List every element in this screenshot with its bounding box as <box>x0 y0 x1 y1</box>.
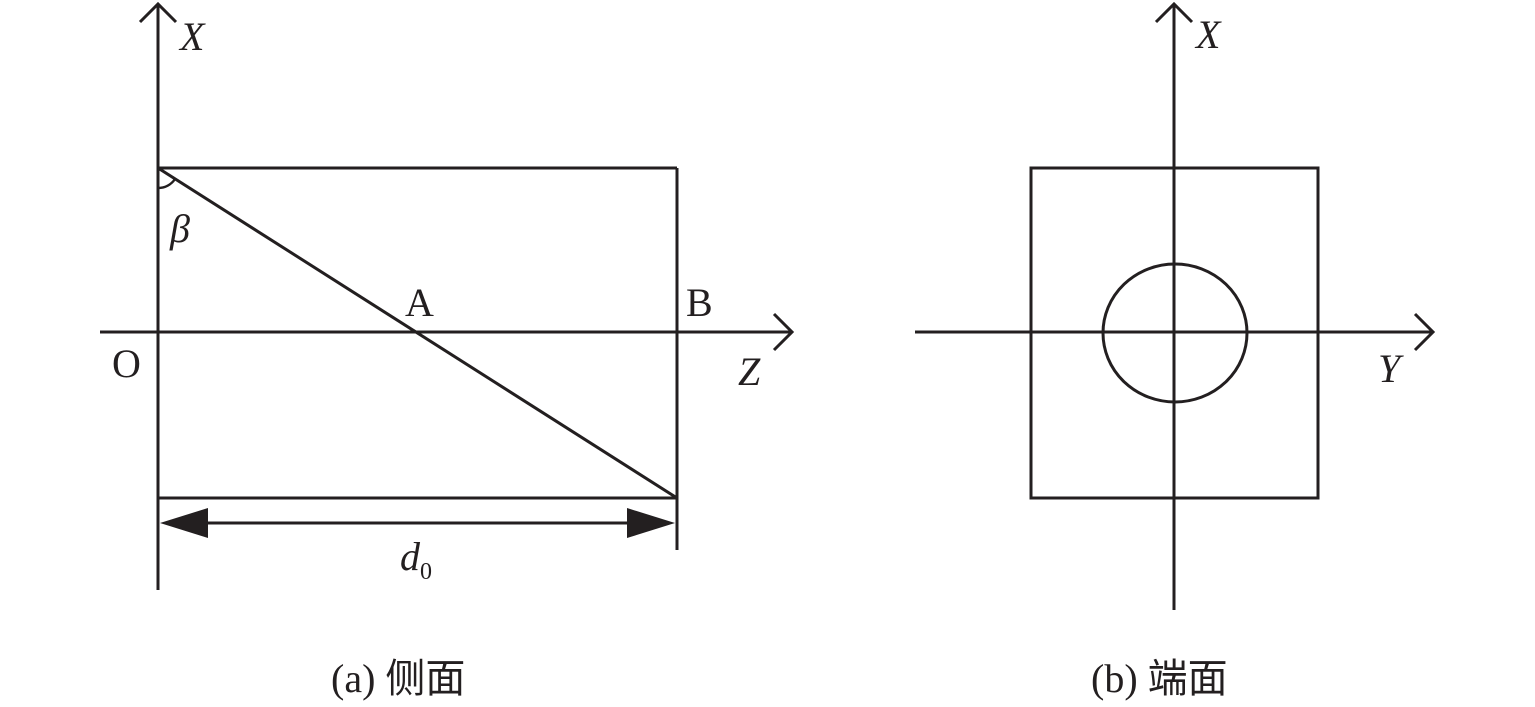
end-x-axis-label: X <box>1194 12 1222 57</box>
side-x-axis-arrowhead <box>138 1 178 24</box>
beta-angle-label: β <box>169 206 190 251</box>
dimension-arrow-right <box>627 508 675 538</box>
end-view-panel: X Y (b) 端面 <box>915 1 1436 701</box>
end-x-axis-arrowhead <box>1154 1 1194 24</box>
side-view-caption: (a) 侧面 <box>331 656 465 701</box>
end-view-caption: (b) 端面 <box>1091 656 1228 701</box>
side-diagonal-ray <box>157 166 678 500</box>
dimension-label-main: d <box>400 534 421 579</box>
side-view-panel: X Z O A B β d0 (a) 侧面 <box>100 1 795 701</box>
point-b-label: B <box>686 280 713 325</box>
origin-label: O <box>112 341 141 386</box>
beta-angle-arc <box>157 178 177 190</box>
end-square-outline <box>1029 166 1320 500</box>
dimension-arrow-left <box>160 508 208 538</box>
dimension-label: d0 <box>400 534 432 585</box>
end-y-axis-label: Y <box>1378 346 1404 391</box>
side-z-axis-arrowhead <box>772 312 795 352</box>
side-x-axis-label: X <box>178 14 206 59</box>
end-circle <box>1101 262 1249 404</box>
side-z-axis-label: Z <box>738 349 761 394</box>
end-y-axis-arrowhead <box>1413 312 1436 352</box>
dimension-label-subscript: 0 <box>420 559 432 585</box>
point-a-label: A <box>405 280 434 325</box>
